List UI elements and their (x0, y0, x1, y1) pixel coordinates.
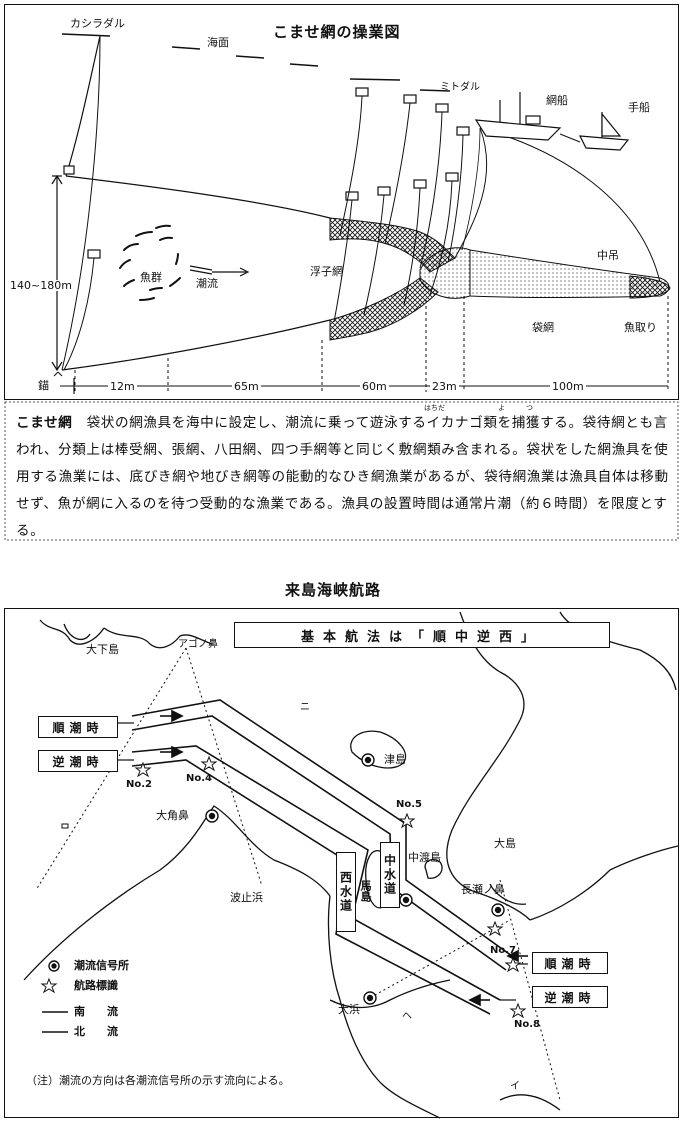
dimension-100m: 100m (550, 380, 586, 393)
label-uotori: 魚取り (624, 321, 657, 334)
channel-west: 西水道 (336, 852, 356, 932)
buoy-no8: No.8 (514, 1019, 540, 1030)
region-mark-he: ヘ (402, 1011, 412, 1022)
ruby-te: つ (526, 404, 533, 412)
map-title: 来島海峡航路 (285, 581, 382, 599)
place-okaku: 大角鼻 (156, 809, 189, 822)
place-tsushima: 津島 (384, 753, 406, 766)
flow-box-jun-right: 順潮時 (532, 952, 608, 974)
label-gyogun: 魚群 (140, 271, 162, 284)
legend-beacon: 航路標識 (74, 979, 118, 992)
dimension-60m: 60m (360, 380, 389, 393)
label-ukiami: 浮子網 (310, 265, 343, 278)
place-nagase: 長瀬ノ鼻 (461, 883, 505, 896)
label-depth: 140~180m (10, 279, 72, 292)
map-frame (4, 608, 679, 1118)
region-mark-i: イ (510, 1081, 520, 1092)
label-choryu: 潮流 (196, 277, 218, 290)
flow-box-gyaku-right: 逆潮時 (532, 986, 608, 1008)
legend-signal: 潮流信号所 (74, 959, 129, 972)
buoy-no7: No.7 (490, 945, 516, 956)
description-text: こませ網 袋状の網漁具を海中に設定し、潮流に乗って遊泳するイカナゴ類を捕獲する。… (16, 410, 672, 545)
fishing-diagram-title: こませ網の操業図 (273, 23, 401, 41)
label-kaimen: 海面 (207, 36, 229, 49)
ruby-yotsu: よ (498, 404, 505, 412)
description-term: こませ網 (16, 415, 73, 431)
label-nakazuri: 中吊 (597, 249, 619, 262)
place-nakatoshima: 中渡島 (408, 851, 441, 864)
label-kashiradaru: カシラダル (70, 17, 125, 30)
map-headline: 基本航法は「順中逆西」 (234, 622, 610, 648)
channel-middle: 中水道 (380, 842, 400, 908)
legend-south: 南 流 (74, 1005, 118, 1018)
place-hashihama: 波止浜 (230, 891, 263, 904)
place-oshimo: 大下島 (86, 643, 119, 656)
flow-box-gyaku-left: 逆潮時 (38, 750, 118, 772)
place-ohama: 大浜 (338, 1003, 360, 1016)
ruby-hatta: はちだ (424, 404, 445, 412)
flow-box-jun-left: 順潮時 (38, 716, 118, 738)
buoy-no2: No.2 (126, 779, 152, 790)
dimension-12m: 12m (108, 380, 137, 393)
label-mitodaru: ミトダル (440, 82, 480, 93)
buoy-no5: No.5 (396, 799, 422, 810)
region-mark-ni: ニ (300, 702, 310, 713)
legend-north: 北 流 (74, 1025, 118, 1038)
label-fukuroami: 袋網 (532, 321, 554, 334)
label-tebune: 手船 (628, 101, 650, 114)
map-note: （注）潮流の方向は各潮流信号所の示す流向による。 (26, 1074, 290, 1087)
label-amibune: 網船 (546, 94, 568, 107)
fishing-diagram-frame (4, 4, 679, 400)
buoy-no4: No.4 (186, 773, 212, 784)
place-oshima: 大島 (494, 837, 516, 850)
description-body: 袋状の網漁具を海中に設定し、潮流に乗って遊泳するイカナゴ類を捕獲する。袋待網とも… (16, 415, 669, 539)
place-agono: アゴノ鼻 (178, 639, 218, 650)
place-umashima: 馬島 (359, 880, 372, 902)
label-anchor: 錨 (38, 379, 49, 392)
dimension-65m: 65m (232, 380, 261, 393)
dimension-23m: 23m (430, 380, 459, 393)
